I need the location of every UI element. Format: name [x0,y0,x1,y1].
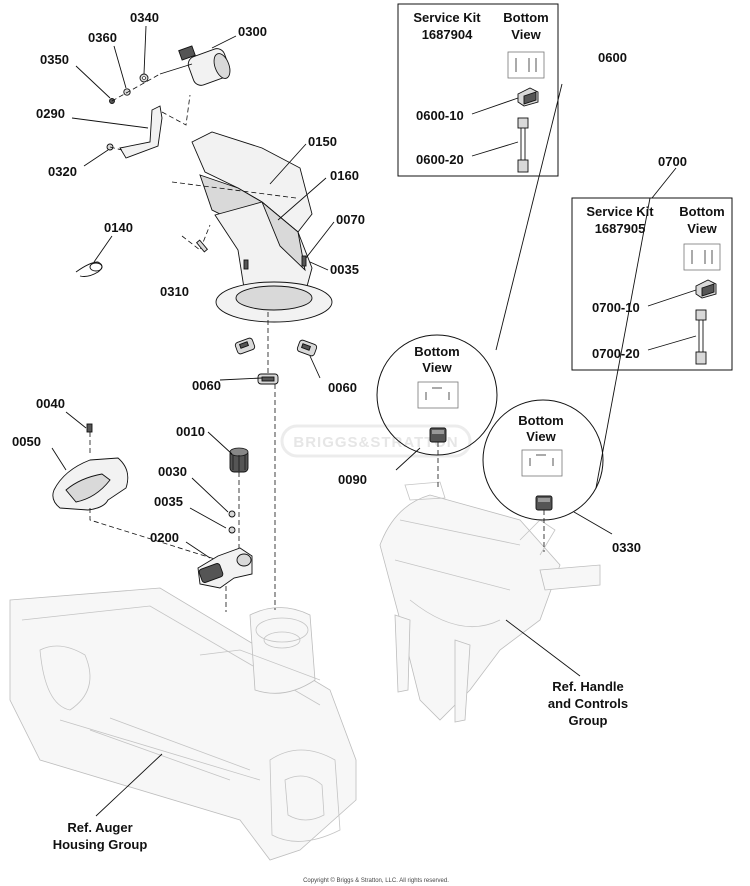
leader-lines [51,25,697,817]
axis-line-0320 [109,146,123,151]
axis-line-0050 [89,508,219,561]
kit-0600-title: Service Kit [413,10,481,25]
label-0040: 0040 [36,396,65,411]
label-0340: 0340 [130,10,159,25]
detail-0330-bottom-view [521,449,563,477]
label-0600: 0600 [598,50,627,65]
label-0030: 0030 [158,464,187,479]
detail-circle-0330: Bottom View [482,399,604,521]
label-0700-10: 0700-10 [592,300,640,315]
kit-0700-number: 1687905 [595,221,646,236]
label-0010: 0010 [176,424,205,439]
label-0320: 0320 [48,164,77,179]
screw-0035-top [243,259,249,270]
part-labels: 0340 0300 0360 0350 0290 0320 0150 0160 … [12,10,687,555]
ref-auger-housing-label: Ref. Auger Housing Group [53,820,148,852]
axis-line-0310 [181,224,211,251]
auger-housing-illustration [9,587,357,861]
harness-0700-20 [695,309,707,365]
label-0300: 0300 [238,24,267,39]
label-0350: 0350 [40,52,69,67]
kit-0700-title: Service Kit [586,204,654,219]
gear-0010 [229,447,249,473]
label-0200: 0200 [150,530,179,545]
label-0600-20: 0600-20 [416,152,464,167]
detail-0090-line2: View [422,360,452,375]
label-0160: 0160 [330,168,359,183]
keeper-0060-right [296,339,318,357]
detail-circle-0090: Bottom View [376,334,498,456]
label-0060-left: 0060 [192,378,221,393]
label-0600-10: 0600-10 [416,108,464,123]
label-0290: 0290 [36,106,65,121]
screw-0030 [228,510,236,518]
label-0140: 0140 [104,220,133,235]
axis-line-motor [111,73,161,102]
kit-0600-view-line2: View [511,27,541,42]
screw-0040 [86,423,93,433]
watermark-text: BRIGGS&STRATTON [293,434,458,451]
label-0035-lower: 0035 [154,494,183,509]
switch-0600-10 [517,87,539,107]
clip-0140 [75,261,103,277]
switch-0330 [535,495,553,511]
label-0150: 0150 [308,134,337,149]
bracket-0290 [119,105,163,159]
label-0700: 0700 [658,154,687,169]
label-0310: 0310 [160,284,189,299]
chute-base-0160 [214,201,333,323]
service-kit-0700-box: Service Kit 1687905 Bottom View [571,197,733,371]
copyright-notice: Copyright © Briggs & Stratton, LLC. All … [303,877,449,884]
ref-handle-controls-label: Ref. Handle and Controls Group [548,679,628,728]
label-0035-top: 0035 [330,262,359,277]
label-0330: 0330 [612,540,641,555]
washer-0340 [139,73,149,83]
axis-line-0290 [161,94,191,126]
harness-0600-20 [517,117,529,173]
ref-auger-line2: Housing Group [53,837,148,852]
switch-0700-10 [695,279,717,299]
label-0090: 0090 [338,472,367,487]
kit-0700-view-line1: Bottom [679,204,725,219]
kit-0700-bottom-view-switch [683,243,721,271]
pin-0310 [195,239,209,253]
label-0050: 0050 [12,434,41,449]
kit-0700-view-line2: View [687,221,717,236]
ref-handle-line3: Group [569,713,608,728]
bracket-0200 [197,547,253,589]
keeper-0060-bottom [257,373,279,385]
watermark: BRIGGS&STRATTON [280,424,472,458]
label-0700-20: 0700-20 [592,346,640,361]
service-kit-0600-box: Service Kit 1687904 Bottom View [397,3,559,177]
washer-0035-lower [228,526,236,534]
handle-controls-illustration [379,481,601,723]
washer-0360 [123,88,131,96]
screw-0070 [301,255,307,267]
kit-0600-bottom-view-switch [507,51,545,79]
cover-0050 [52,457,129,511]
label-0060-right: 0060 [328,380,357,395]
detail-0090-bottom-view [417,381,459,409]
switch-0090 [429,427,447,443]
detail-0330-line2: View [526,429,556,444]
axis-line-chute [171,181,297,199]
label-0070: 0070 [336,212,365,227]
keeper-0060-left [234,337,256,355]
chute-motor-0300 [159,45,231,86]
ref-handle-line1: Ref. Handle [552,679,624,694]
detail-0090-line1: Bottom [414,344,460,359]
ref-auger-line1: Ref. Auger [67,820,132,835]
kit-0600-view-line1: Bottom [503,10,549,25]
kit-0600-number: 1687904 [422,27,473,42]
ref-handle-line2: and Controls [548,696,628,711]
detail-0330-line1: Bottom [518,413,564,428]
label-0360: 0360 [88,30,117,45]
